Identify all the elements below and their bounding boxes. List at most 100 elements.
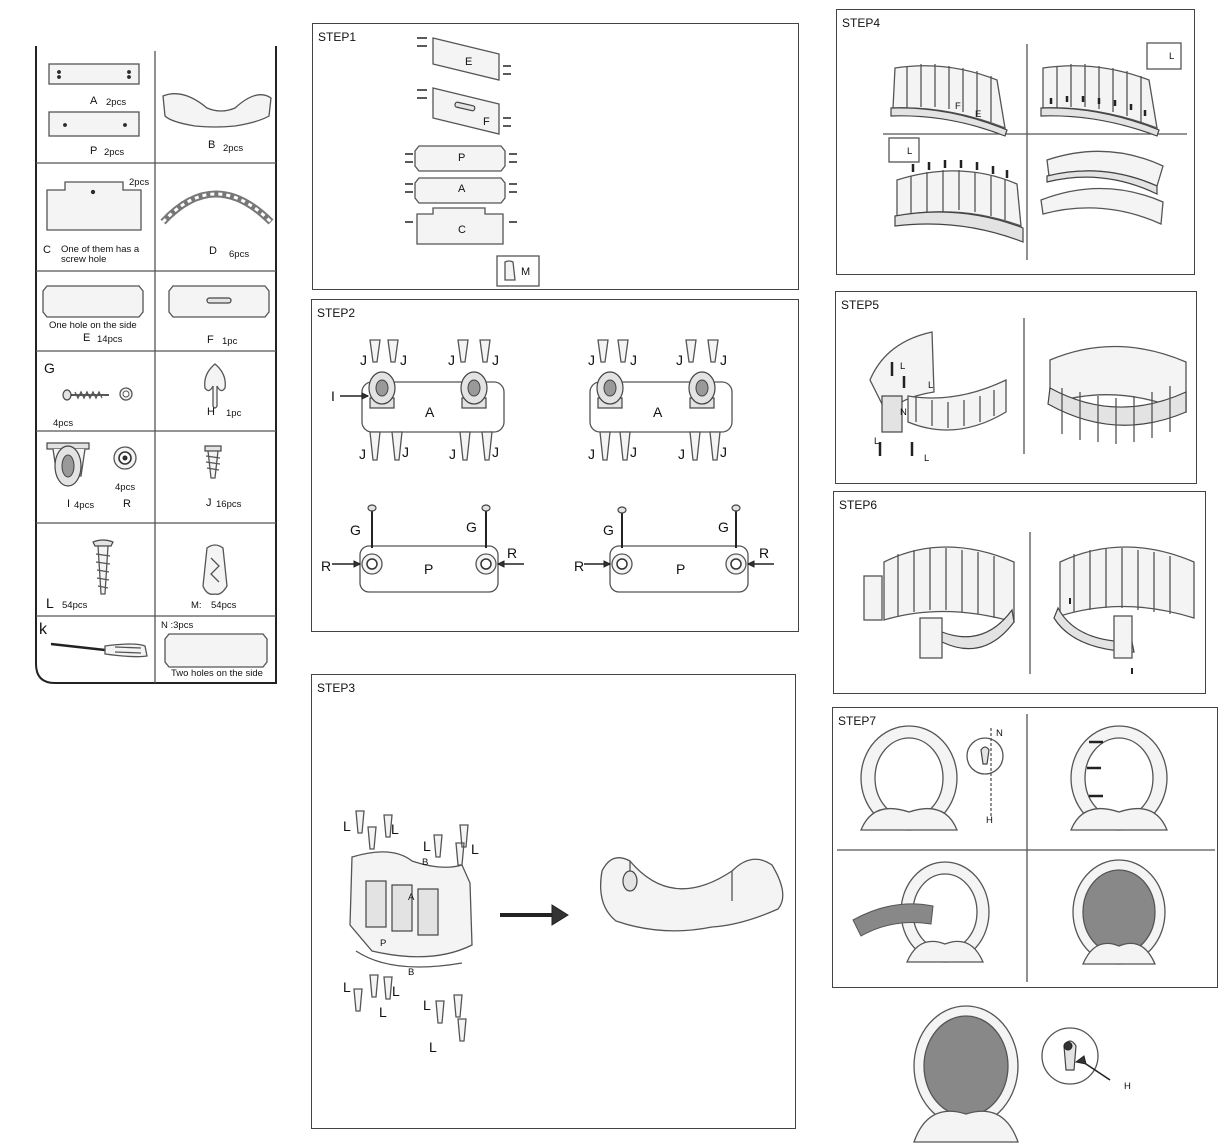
- step3-panel: STEP3 L L L L L L L L L B A P B: [311, 674, 796, 1129]
- step4-title: STEP4: [842, 16, 881, 30]
- step3-label-l-4: L: [471, 841, 479, 857]
- step2-label-i: I: [331, 388, 335, 404]
- part-j-letter: J: [206, 497, 212, 509]
- step6-title: STEP6: [839, 498, 878, 512]
- step2-label-j-12: J: [492, 444, 499, 460]
- final-label-h: H: [1124, 1081, 1131, 1092]
- part-e-qty: 14pcs: [97, 334, 123, 345]
- step3-label-p: P: [380, 938, 387, 949]
- step2-label-j-10: J: [402, 444, 409, 460]
- step2-label-j-3: J: [448, 352, 455, 368]
- part-j-qty: 16pcs: [216, 499, 242, 510]
- part-m-qty: 54pcs: [211, 600, 237, 611]
- part-a-letter: A: [90, 95, 98, 107]
- part-g-qty: 4pcs: [53, 418, 74, 429]
- step2-label-r-1: R: [321, 558, 332, 574]
- step5-diagram: [869, 318, 1187, 456]
- step3-label-b-bottom: B: [408, 967, 415, 978]
- step1-label-m: M: [521, 266, 531, 278]
- part-b-drawing: [162, 93, 272, 128]
- step4-panel: STEP4 F E L L: [836, 9, 1195, 275]
- step4-label-l-1: L: [1169, 51, 1175, 62]
- part-k-letter: k: [39, 621, 47, 638]
- step5-label-l-1: L: [900, 361, 906, 372]
- part-e-drawing: [42, 285, 144, 318]
- step3-label-l-5: L: [343, 979, 351, 995]
- part-p-qty: 2pcs: [104, 147, 125, 158]
- step3-title: STEP3: [317, 681, 356, 695]
- step7-label-n: N: [996, 728, 1003, 739]
- step2-label-j-16: J: [720, 444, 727, 460]
- step2-label-g-3: G: [603, 522, 614, 538]
- step2-label-r-4: R: [759, 545, 770, 561]
- part-m-letter: M:: [191, 600, 202, 611]
- step3-label-l-3: L: [423, 838, 431, 854]
- part-a-drawing: [48, 63, 140, 85]
- step2-label-p-right: P: [676, 561, 686, 577]
- part-d-letter: D: [209, 245, 217, 257]
- step3-diagram: [349, 810, 784, 1042]
- final-assembly: H: [900, 996, 1140, 1146]
- part-i-drawing: [46, 442, 90, 487]
- step2-label-p-left: P: [424, 561, 434, 577]
- step5-label-n: N: [900, 407, 907, 418]
- part-g-letter: G: [44, 360, 55, 376]
- step1-label-a: A: [458, 183, 466, 195]
- part-n-note: Two holes on the side: [171, 668, 263, 679]
- parts-list-frame: [35, 46, 277, 684]
- step2-label-j-5: J: [588, 352, 595, 368]
- step1-panel: STEP1 E F P A C M: [312, 23, 799, 290]
- part-r-qty: 4pcs: [115, 482, 136, 493]
- step7-panel: STEP7 N H: [832, 707, 1218, 988]
- step4-label-l-2: L: [907, 146, 913, 157]
- step1-label-f: F: [483, 116, 490, 128]
- part-e-note: One hole on the side: [49, 320, 137, 331]
- part-j-drawing: [204, 445, 222, 479]
- step4-diagram: [883, 42, 1187, 260]
- step1-diagram: [405, 37, 540, 287]
- part-p-letter: P: [90, 145, 98, 157]
- part-h-qty: 1pc: [226, 408, 242, 419]
- step2-label-j-15: J: [678, 446, 685, 462]
- part-h-drawing: [204, 363, 226, 409]
- step2-label-j-14: J: [630, 444, 637, 460]
- step7-title: STEP7: [838, 714, 877, 728]
- step3-label-b-top: B: [422, 857, 429, 868]
- parts-list: A 2pcs P 2pcs B 2pcs 2pcs C One of them …: [35, 46, 277, 684]
- step5-label-l-2: L: [928, 380, 934, 391]
- step6-diagram: [863, 532, 1195, 674]
- step2-label-r-3: R: [574, 558, 585, 574]
- step3-label-l-2: L: [391, 821, 399, 837]
- step4-label-f: F: [955, 101, 961, 112]
- part-e-letter: E: [83, 332, 91, 344]
- part-l-letter: L: [46, 595, 54, 611]
- part-h-letter: H: [207, 406, 215, 418]
- part-l-qty: 54pcs: [62, 600, 88, 611]
- step2-label-j-7: J: [676, 352, 683, 368]
- part-i-qty: 4pcs: [74, 500, 95, 511]
- step2-label-r-2: R: [507, 545, 518, 561]
- step2-label-a-right: A: [653, 404, 663, 420]
- part-b-qty: 2pcs: [223, 143, 244, 154]
- step7-diagram: [837, 714, 1215, 982]
- step3-label-l-9: L: [429, 1039, 437, 1055]
- step2-j-screws: [369, 339, 721, 461]
- step2-label-g-1: G: [350, 522, 361, 538]
- step2-label-j-13: J: [588, 446, 595, 462]
- part-c-note: One of them has a screw hole: [61, 244, 140, 265]
- part-c-qty: 2pcs: [129, 177, 150, 188]
- step3-label-l-7: L: [379, 1004, 387, 1020]
- part-f-letter: F: [207, 334, 214, 346]
- step2-label-j-11: J: [449, 446, 456, 462]
- step2-label-j-9: J: [359, 446, 366, 462]
- step2-label-j-2: J: [400, 352, 407, 368]
- step2-label-j-8: J: [720, 352, 727, 368]
- step1-label-e: E: [465, 56, 473, 68]
- step2-diagram: [332, 339, 774, 593]
- step3-label-l-8: L: [423, 997, 431, 1013]
- part-n-label: N :3pcs: [161, 620, 194, 631]
- part-n-drawing: [164, 633, 268, 668]
- step2-label-j-1: J: [360, 352, 367, 368]
- part-k-drawing: [50, 642, 148, 658]
- step1-title: STEP1: [318, 30, 357, 44]
